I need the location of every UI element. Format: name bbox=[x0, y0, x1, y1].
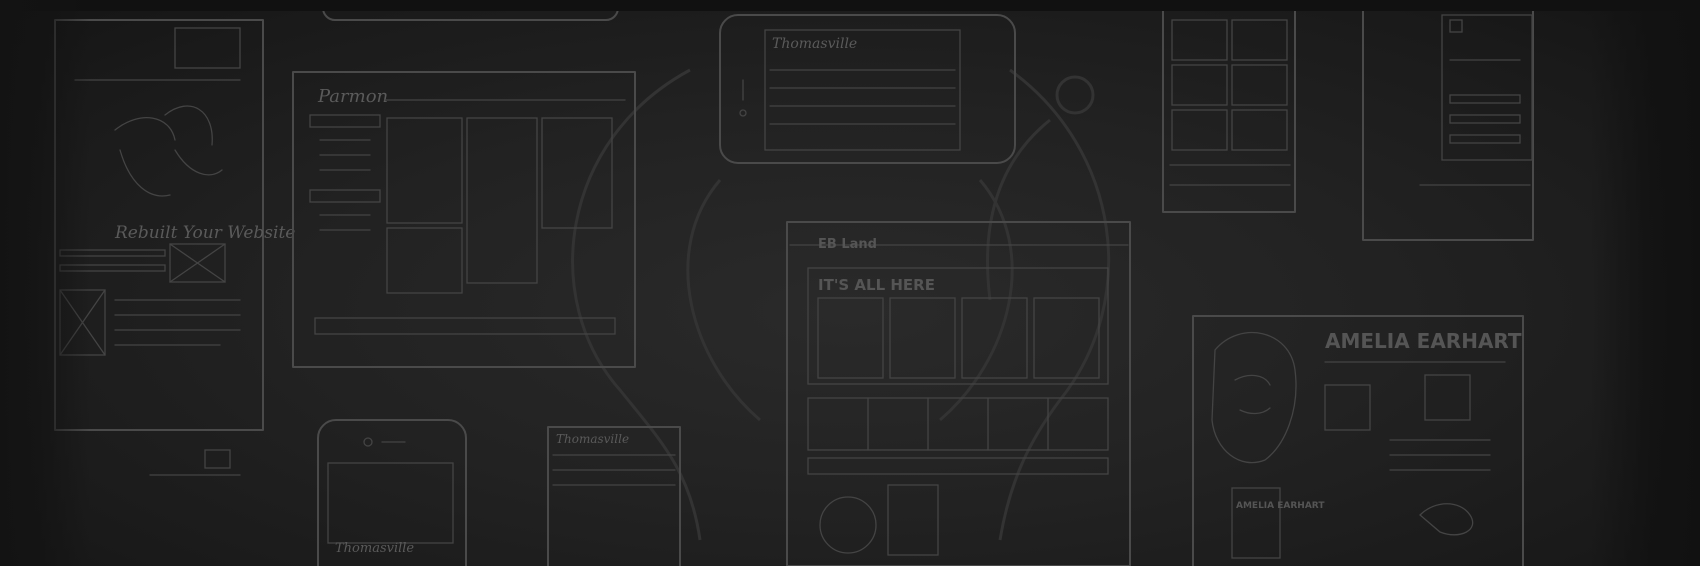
sketch-weather-phone bbox=[1162, 0, 1296, 213]
parmon-logo: Parmon bbox=[317, 86, 388, 107]
thomasville-bottom-logo: Thomasville bbox=[335, 541, 414, 556]
sketch-amelia-earhart-page: AMELIA EARHART AMELIA EARHART bbox=[1192, 315, 1524, 566]
sketch-parmon-site: Parmon bbox=[292, 71, 636, 368]
amelia-badge: AMELIA EARHART bbox=[1236, 501, 1325, 511]
thomasville-top-logo: Thomasville bbox=[772, 36, 857, 52]
amelia-title: AMELIA EARHART bbox=[1325, 329, 1522, 353]
thomasville-mid-logo: Thomasville bbox=[556, 432, 629, 446]
sketch-top-device bbox=[322, 0, 619, 21]
sketch-thomasville-phone-bottom: Thomasville bbox=[317, 419, 467, 566]
sketch-itsallhere-site: EB Land IT'S ALL HERE bbox=[786, 221, 1131, 566]
top-bar bbox=[0, 0, 1700, 11]
itsallhere-headline: IT'S ALL HERE bbox=[818, 276, 935, 294]
sketch-thomasville-page: Thomasville bbox=[547, 426, 681, 566]
itsallhere-logo: EB Land bbox=[818, 237, 877, 252]
sketch-form-page bbox=[1362, 0, 1534, 241]
sketch-left-page: Rebuilt Your Website bbox=[54, 19, 295, 476]
right-vignette bbox=[1590, 0, 1700, 566]
left-vignette bbox=[0, 0, 90, 566]
sketch-thomasville-phone-top: Thomasville bbox=[719, 14, 1016, 164]
left-page-heading: Rebuilt Your Website bbox=[114, 223, 295, 243]
